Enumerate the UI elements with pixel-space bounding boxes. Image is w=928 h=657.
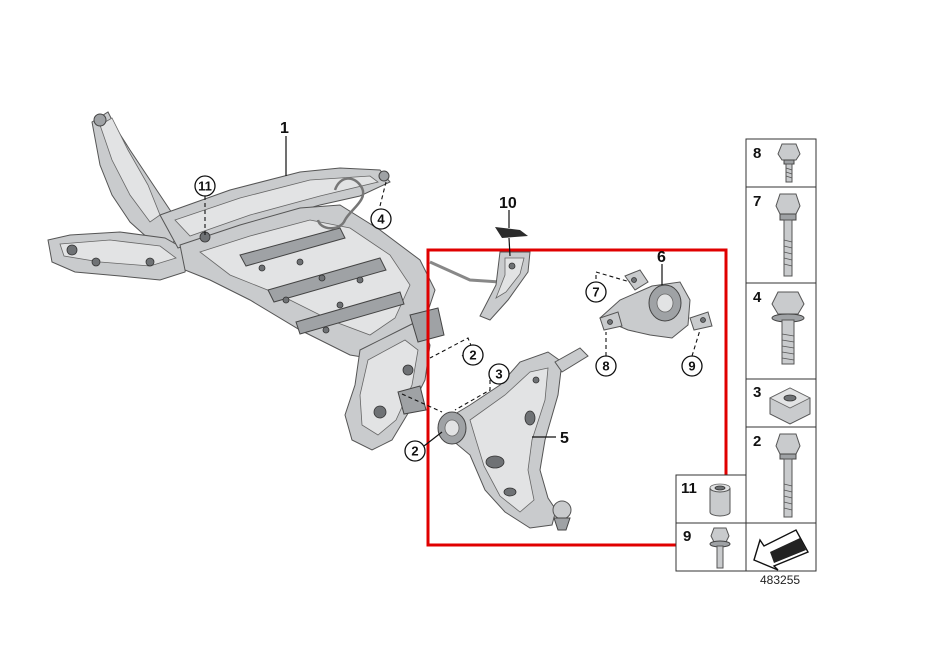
parts-panel: 8 7 4 3 2 11 9 bbox=[675, 138, 817, 572]
callout-2-lower: 2 bbox=[404, 440, 426, 462]
panel-num-3: 3 bbox=[753, 384, 761, 401]
bushing-mount-drawing bbox=[599, 269, 713, 339]
svg-text:4: 4 bbox=[377, 212, 385, 227]
label-bushing-mount: 6 bbox=[657, 249, 666, 266]
leader-lines bbox=[204, 136, 701, 447]
front-direction-arrow-icon bbox=[753, 529, 809, 571]
panel-num-8: 8 bbox=[753, 145, 761, 162]
svg-text:8: 8 bbox=[602, 359, 609, 374]
reference-number: 483255 bbox=[760, 573, 800, 587]
sleeve-11-icon bbox=[709, 483, 731, 517]
panel-num-7: 7 bbox=[753, 193, 761, 210]
svg-text:2: 2 bbox=[411, 444, 418, 459]
bolt-8-icon bbox=[777, 143, 801, 183]
callout-11: 11 bbox=[194, 175, 216, 197]
callout-8: 8 bbox=[595, 355, 617, 377]
panel-num-2: 2 bbox=[753, 433, 761, 450]
callout-7: 7 bbox=[585, 281, 607, 303]
callout-3: 3 bbox=[488, 363, 510, 385]
control-arm-drawing bbox=[437, 347, 589, 531]
label-subframe: 1 bbox=[280, 120, 289, 137]
bolt-9-icon bbox=[709, 527, 731, 569]
bolt-4-icon bbox=[771, 291, 805, 365]
panel-num-11: 11 bbox=[681, 480, 697, 497]
panel-num-9: 9 bbox=[683, 528, 691, 545]
svg-text:9: 9 bbox=[688, 359, 695, 374]
bolt-2-icon bbox=[775, 433, 801, 518]
square-nut-3-icon bbox=[769, 387, 811, 425]
callout-4: 4 bbox=[370, 208, 392, 230]
subframe-drawing bbox=[47, 111, 501, 451]
panel-num-4: 4 bbox=[753, 289, 762, 306]
mount-pad-drawing bbox=[479, 227, 531, 321]
label-mount-pad: 10 bbox=[499, 195, 517, 212]
svg-text:2: 2 bbox=[469, 348, 476, 363]
svg-text:7: 7 bbox=[592, 285, 599, 300]
callout-2-upper: 2 bbox=[462, 344, 484, 366]
highlight-frame bbox=[426, 248, 728, 547]
callout-9: 9 bbox=[681, 355, 703, 377]
label-control-arm: 5 bbox=[560, 430, 569, 447]
svg-text:3: 3 bbox=[495, 367, 502, 382]
svg-text:11: 11 bbox=[198, 179, 212, 194]
bolt-7-icon bbox=[775, 193, 801, 277]
